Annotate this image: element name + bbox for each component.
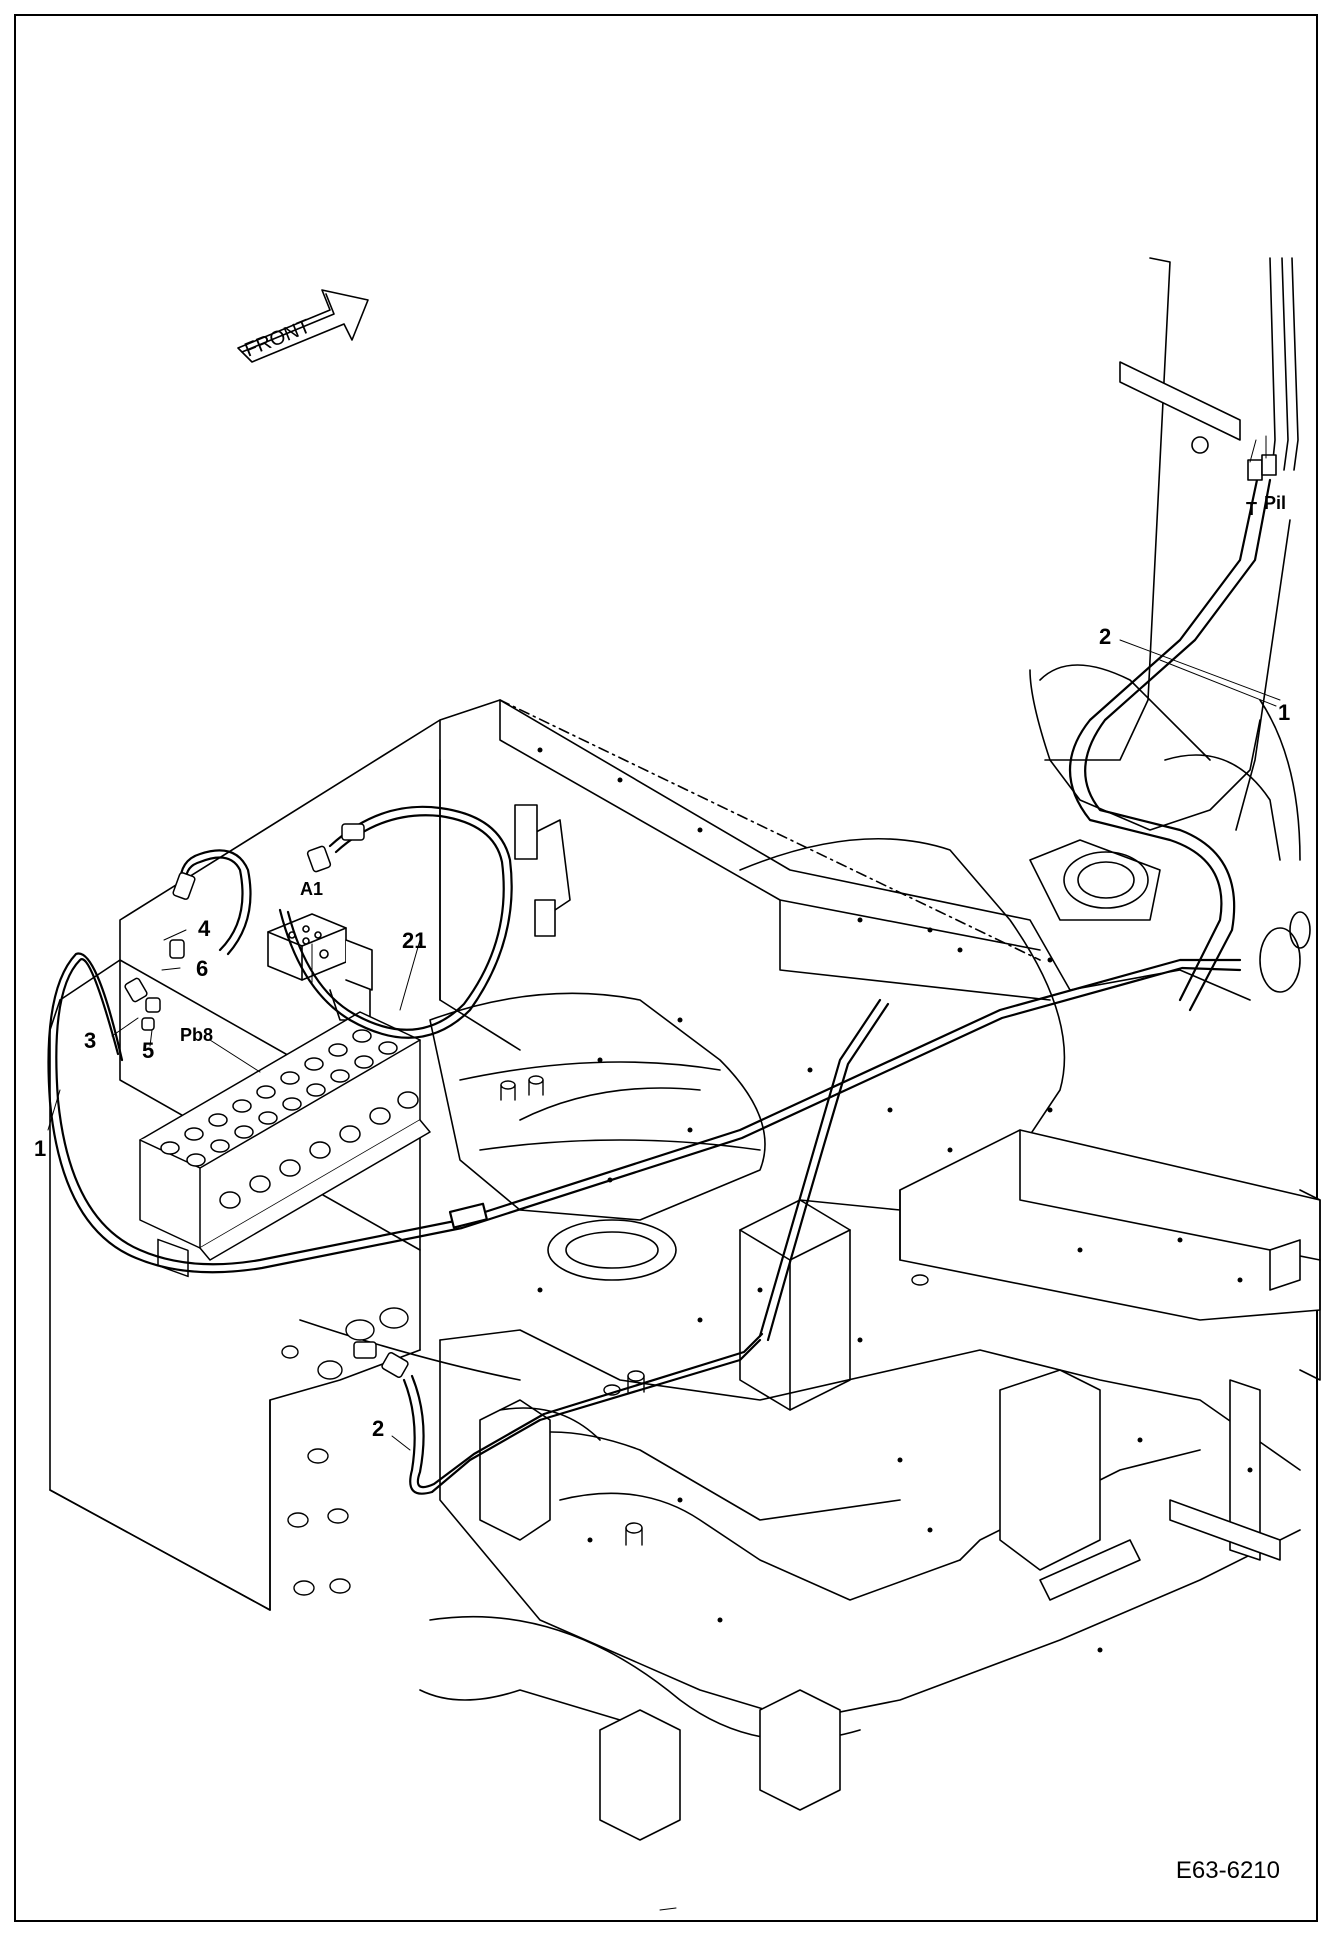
boom-hoses [1069, 257, 1299, 1012]
callout-hose-1-left: 1 [34, 1136, 47, 1161]
frame-cross-members [459, 838, 1321, 1411]
valve-block-a1 [267, 913, 373, 1021]
upper-frame [49, 699, 1251, 1611]
callout-item-3: 3 [84, 1028, 97, 1053]
lower-frame [299, 1189, 1321, 1911]
hose-1 [47, 952, 1242, 1274]
boom-structure [1029, 257, 1311, 993]
leader-lines [47, 435, 1281, 1451]
callout-a1: A1 [300, 879, 324, 899]
drawing-number: E63-6210 [1175, 1857, 1280, 1884]
frame-bosses [281, 1075, 929, 1596]
front-label: FRONT [242, 315, 314, 361]
hose-21 [178, 805, 513, 1039]
callout-hose-2-upper: 2 [1099, 624, 1112, 649]
callout-t: T [1246, 499, 1257, 519]
hose-fittings [124, 823, 409, 1378]
main-control-valve [139, 1011, 431, 1278]
callout-item-6: 6 [196, 956, 209, 981]
mounting-holes [537, 747, 1253, 1653]
callout-item-4: 4 [198, 916, 211, 941]
valve-spool-caps [160, 1029, 419, 1209]
callout-item-5: 5 [142, 1038, 155, 1063]
callout-hose-1-upper: 1 [1278, 700, 1291, 725]
callout-hose-2-lower: 2 [372, 1416, 385, 1441]
callout-pb8: Pb8 [180, 1025, 214, 1045]
front-direction-arrow: FRONT [237, 289, 369, 363]
callout-item-21: 21 [402, 928, 427, 953]
hose-2 [402, 998, 890, 1495]
drawing-sheet [14, 14, 1318, 1922]
callout-pil: Pil [1264, 493, 1287, 513]
